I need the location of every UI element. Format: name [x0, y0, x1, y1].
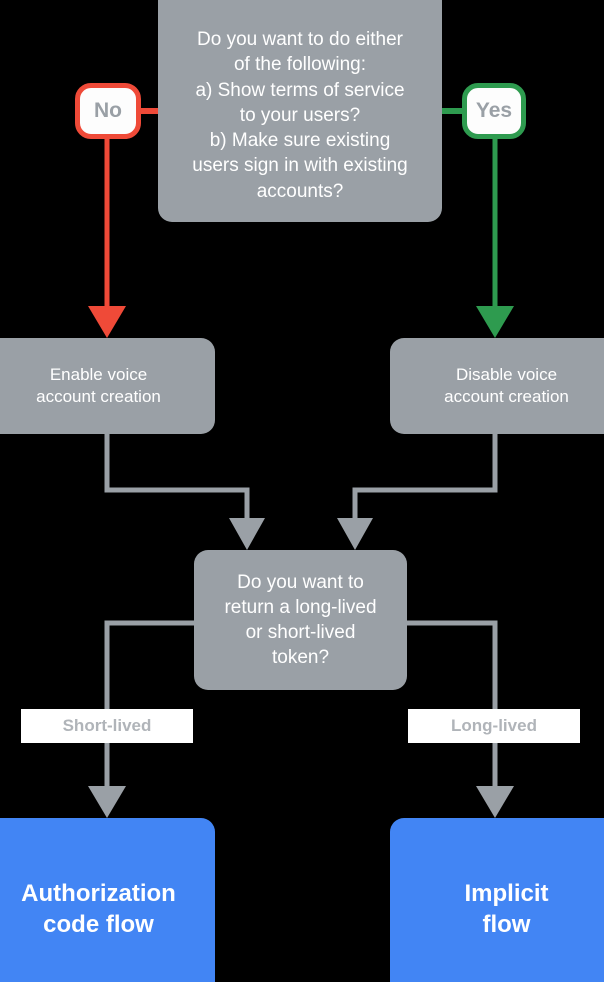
branch-badge-yes[interactable]: Yes [462, 83, 526, 139]
branch-badge-no-label: No [94, 99, 122, 122]
action-node-disable-voice-account-creation-text: Disable voice account creation [444, 364, 569, 406]
outcome-node-implicit-flow-text: Implicit flow [464, 879, 549, 938]
branch-badge-no[interactable]: No [75, 83, 141, 139]
outcome-node-authorization-code-flow-text: Authorization code flow [21, 879, 176, 938]
edge-disable-to-token [337, 434, 498, 550]
edge-label-short-lived: Short-lived [21, 709, 193, 743]
decision-node-terms-of-service-text: Do you want to do either of the followin… [192, 29, 408, 202]
action-node-disable-voice-account-creation: Disable voice account creation [390, 338, 604, 434]
branch-badge-yes-label: Yes [475, 99, 513, 122]
edge-no-to-enable [88, 136, 126, 338]
decision-node-token-lifetime: Do you want to return a long-lived or sh… [194, 550, 407, 690]
action-node-enable-voice-account-creation-text: Enable voice account creation [36, 364, 161, 406]
decision-node-token-lifetime-text: Do you want to return a long-lived or sh… [224, 571, 377, 669]
outcome-node-implicit-flow: Implicit flow [390, 818, 604, 982]
action-node-enable-voice-account-creation: Enable voice account creation [0, 338, 215, 434]
edge-enable-to-token [104, 434, 265, 550]
outcome-node-authorization-code-flow: Authorization code flow [0, 818, 215, 982]
edge-label-long-lived: Long-lived [408, 709, 580, 743]
edge-label-long-lived-text: Long-lived [451, 716, 537, 735]
decision-node-terms-of-service: Do you want to do either of the followin… [158, 0, 442, 222]
edge-label-short-lived-text: Short-lived [62, 716, 152, 735]
edge-yes-to-disable [476, 136, 514, 338]
